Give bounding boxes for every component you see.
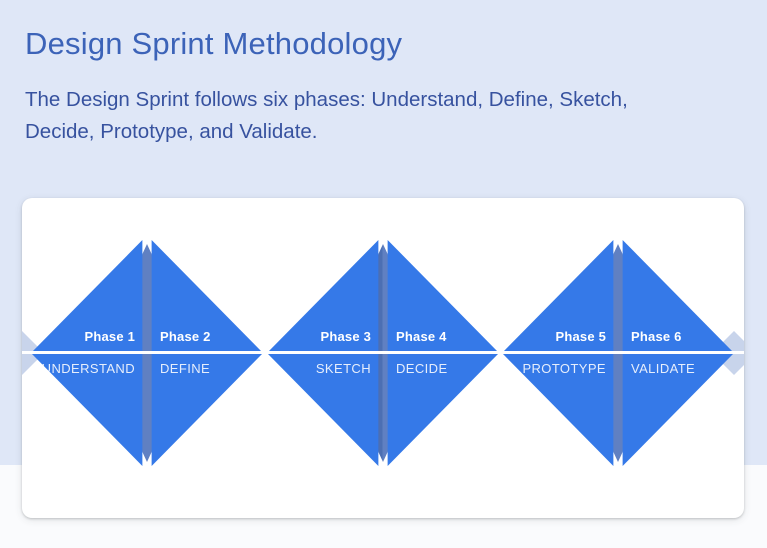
diagram-card: Phase 1 Phase 2 UNDERSTAND DEFINE Phase … — [22, 198, 744, 518]
phase-label: Phase 2 — [160, 329, 211, 344]
page-title: Design Sprint Methodology — [25, 26, 403, 61]
phase-name: UNDERSTAND — [41, 361, 135, 376]
subtitle-line-2: Decide, Prototype, and Validate. — [25, 119, 318, 143]
phase-name: VALIDATE — [631, 361, 696, 376]
phase-name: PROTOTYPE — [522, 361, 606, 376]
phase-name: DEFINE — [160, 361, 211, 376]
phase-name: DECIDE — [396, 361, 448, 376]
phase-label: Phase 6 — [631, 329, 682, 344]
phase-label: Phase 3 — [320, 329, 371, 344]
timeline-axis — [22, 351, 744, 354]
subtitle-line-1: The Design Sprint follows six phases: Un… — [25, 88, 628, 111]
page-subtitle: The Design Sprint follows six phases: Un… — [25, 84, 628, 147]
phase-label: Phase 5 — [555, 329, 606, 344]
phase-name: SKETCH — [315, 361, 371, 376]
phase-label: Phase 1 — [84, 329, 135, 344]
phase-label: Phase 4 — [396, 329, 447, 344]
